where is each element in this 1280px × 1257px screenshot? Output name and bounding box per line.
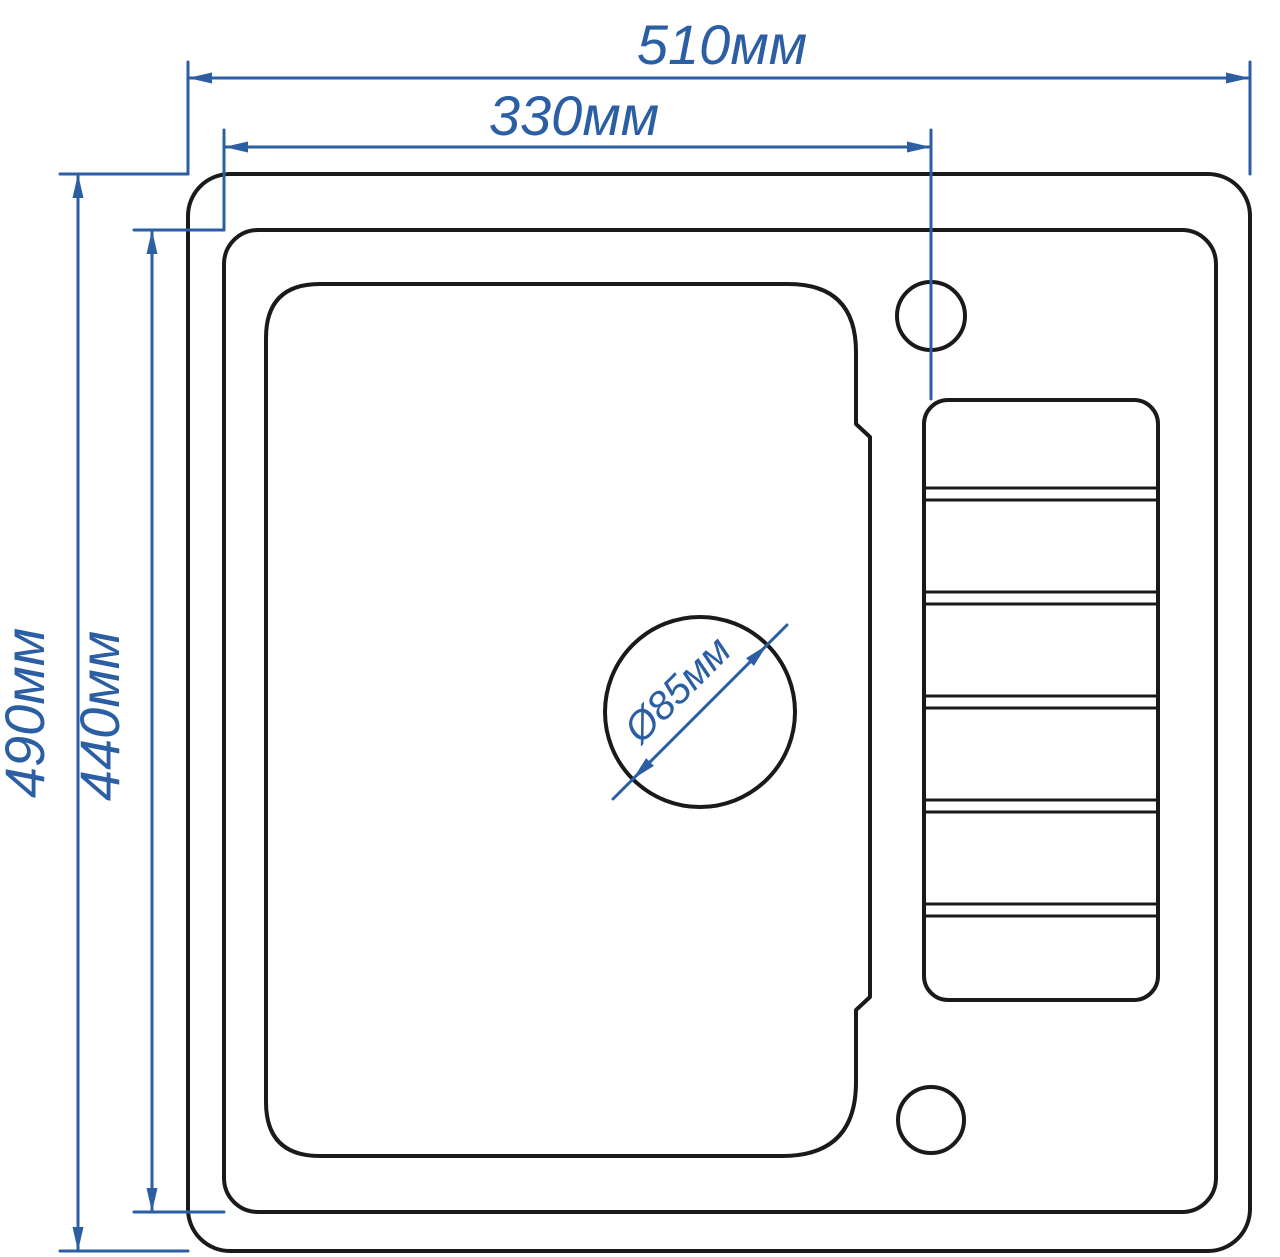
drainboard-outline [922, 398, 1160, 1002]
arrow-head [146, 230, 158, 254]
arrow-head [746, 645, 767, 666]
drainboard-grooves [922, 486, 1160, 918]
sink-inner-rim [222, 228, 1218, 1214]
dimension-labels-group: 510мм 330мм 490мм 440мм Ø85мм [0, 13, 807, 801]
label-overall-width: 510мм [637, 13, 807, 76]
arrow-head [907, 141, 931, 153]
sink-bowl [264, 282, 872, 1158]
dimension-lines-group [58, 60, 1252, 1253]
sink-outer-edge [186, 172, 1252, 1253]
arrow-head [72, 174, 84, 198]
dimension-arrows-group [72, 72, 1250, 1251]
tap-hole-bottom [896, 1085, 966, 1155]
arrow-head [224, 141, 248, 153]
label-bowl-height: 440мм [68, 631, 131, 801]
label-bowl-width: 330мм [489, 84, 659, 147]
drain-hole [603, 615, 797, 809]
arrow-head [146, 1188, 158, 1212]
arrow-head [633, 758, 654, 779]
arrow-head [72, 1227, 84, 1251]
sink-outline-group [186, 172, 1252, 1253]
arrow-head [1226, 72, 1250, 84]
arrow-head [188, 72, 212, 84]
label-overall-height: 490мм [0, 628, 56, 798]
